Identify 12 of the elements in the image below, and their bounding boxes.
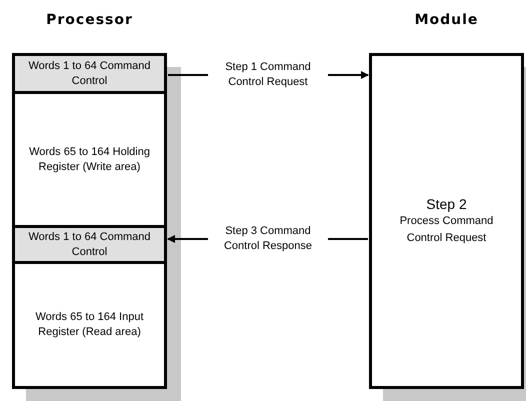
edge-label: Step 1 Command Control Request: [208, 60, 328, 90]
block-text: Words 65 to 164 Holding Register (Write area): [28, 144, 151, 174]
step-title: Step 2: [426, 196, 467, 212]
edge-label: Step 3 Command Control Response: [208, 224, 328, 254]
step-text: Process Command Control Request: [398, 214, 494, 246]
block-text: Words 1 to 64 Command Control: [27, 230, 152, 260]
box-heading: Processor: [46, 12, 133, 28]
command-control-block: [15, 225, 164, 261]
box-heading: Module: [414, 12, 478, 28]
command-control-block: [15, 56, 164, 91]
block-text: Words 65 to 164 Input Register (Read area): [34, 310, 145, 340]
block-text: Words 1 to 64 Command Control: [27, 58, 152, 88]
